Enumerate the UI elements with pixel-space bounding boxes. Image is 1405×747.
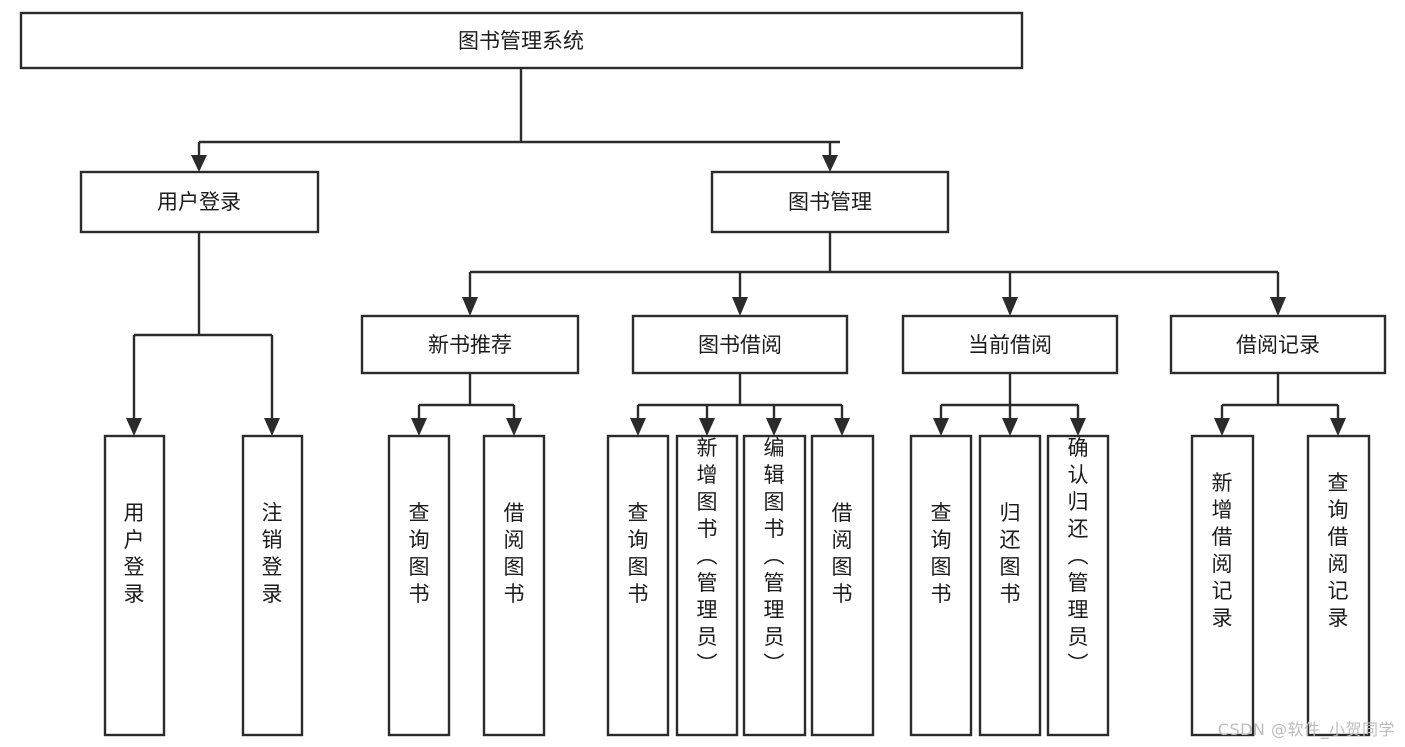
node-root[interactable]: 图书管理系统 — [19, 11, 1024, 70]
leaf-record-query-record-label: 查询借阅记录 — [1328, 471, 1349, 630]
arrow-to-bookborrow-leaf-3 — [766, 418, 782, 436]
leaf-borrow-add-book-label: 新增图书︵管理员︶ — [697, 436, 718, 676]
root-label: 图书管理系统 — [458, 29, 584, 53]
arrow-to-new-book-recommend — [462, 297, 478, 316]
arrow-to-newbook-leaf-1 — [411, 418, 427, 436]
new-book-recommend-label: 新书推荐 — [428, 333, 512, 357]
node-current-borrow[interactable]: 当前借阅 — [901, 314, 1119, 375]
arrow-to-currentborrow-leaf-2 — [1002, 418, 1018, 436]
new-book-recommend-box[interactable] — [360, 314, 580, 375]
user-login-box[interactable] — [79, 170, 320, 234]
leaf-user-login-box[interactable] — [103, 434, 166, 737]
book-borrow-label: 图书借阅 — [698, 333, 782, 357]
leaf-borrow-query-book[interactable]: 查询图书 — [606, 434, 670, 737]
leaf-borrow-query-book-label: 查询图书 — [628, 501, 649, 606]
arrow-to-user-login — [191, 155, 207, 172]
leaf-borrow-borrow-book-box[interactable] — [810, 434, 875, 737]
leaf-user-login[interactable]: 用户登录 — [103, 434, 166, 737]
arrow-to-currentborrow-leaf-3 — [1070, 418, 1086, 436]
current-borrow-box[interactable] — [901, 314, 1119, 375]
leaf-borrow-borrow-book[interactable]: 借阅图书 — [810, 434, 875, 737]
node-borrow-record[interactable]: 借阅记录 — [1169, 314, 1387, 375]
arrow-to-newbook-leaf-2 — [506, 418, 522, 436]
leaf-record-query-record[interactable]: 查询借阅记录 — [1306, 434, 1371, 737]
leaf-borrow-edit-book[interactable]: 编辑图书︵管理员︶ — [742, 434, 807, 737]
leaf-borrow-add-book-box[interactable] — [675, 434, 739, 737]
node-new-book-recommend[interactable]: 新书推荐 — [360, 314, 580, 375]
arrow-to-borrowrecord-leaf-1 — [1214, 418, 1230, 436]
arrow-to-book-manage — [822, 155, 838, 172]
leaf-user-login-label: 用户登录 — [124, 501, 145, 606]
arrow-to-bookborrow-leaf-1 — [630, 418, 646, 436]
leaf-newbook-query-book-label: 查询图书 — [409, 501, 430, 606]
arrow-to-currentborrow-leaf-1 — [933, 418, 949, 436]
leaf-borrow-borrow-book-label: 借阅图书 — [832, 501, 853, 606]
leaf-borrow-edit-book-label: 编辑图书︵管理员︶ — [764, 436, 785, 676]
leaf-current-confirm-return-label: 确认归还︵管理员︶ — [1068, 436, 1089, 676]
arrow-to-leaf-logout — [264, 418, 280, 436]
leaf-current-confirm-return[interactable]: 确认归还︵管理员︶ — [1046, 434, 1110, 737]
leaf-borrow-edit-book-box[interactable] — [742, 434, 807, 737]
arrow-to-bookborrow-leaf-2 — [699, 418, 715, 436]
arrow-to-borrowrecord-leaf-2 — [1330, 418, 1346, 436]
leaf-current-query-book-label: 查询图书 — [931, 501, 952, 606]
book-manage-label: 图书管理 — [788, 190, 872, 214]
leaf-newbook-borrow-book-box[interactable] — [482, 434, 546, 737]
leaf-record-add-record[interactable]: 新增借阅记录 — [1190, 434, 1255, 737]
node-book-borrow[interactable]: 图书借阅 — [631, 314, 849, 375]
leaf-newbook-borrow-book[interactable]: 借阅图书 — [482, 434, 546, 737]
arrow-to-current-borrow — [1002, 297, 1018, 316]
leaf-logout-label: 注销登录 — [262, 501, 283, 606]
user-login-label: 用户登录 — [157, 190, 241, 214]
connectors-group — [126, 68, 1346, 436]
leaf-current-return-book-box[interactable] — [978, 434, 1042, 737]
borrow-record-box[interactable] — [1169, 314, 1387, 375]
leaf-borrow-add-book[interactable]: 新增图书︵管理员︶ — [675, 434, 739, 737]
book-borrow-box[interactable] — [631, 314, 849, 375]
leaf-record-add-record-box[interactable] — [1190, 434, 1255, 737]
leaf-record-query-record-box[interactable] — [1306, 434, 1371, 737]
book-manage-box[interactable] — [710, 170, 950, 234]
leaf-current-return-book-label: 归还图书 — [1000, 501, 1021, 606]
leaf-logout-box[interactable] — [241, 434, 304, 737]
leaf-newbook-query-book[interactable]: 查询图书 — [387, 434, 451, 737]
leaf-newbook-query-book-box[interactable] — [387, 434, 451, 737]
leaf-current-query-book-box[interactable] — [909, 434, 973, 737]
root-box[interactable] — [19, 11, 1024, 70]
leaf-current-confirm-return-box[interactable] — [1046, 434, 1110, 737]
arrow-to-leaf-user-login — [126, 418, 142, 436]
node-book-manage[interactable]: 图书管理 — [710, 170, 950, 234]
arrow-to-borrow-record — [1270, 297, 1286, 316]
leaf-record-add-record-label: 新增借阅记录 — [1212, 471, 1233, 630]
leaf-current-query-book[interactable]: 查询图书 — [909, 434, 973, 737]
arrow-to-bookborrow-leaf-4 — [834, 418, 850, 436]
borrow-record-label: 借阅记录 — [1236, 333, 1320, 357]
leaf-logout[interactable]: 注销登录 — [241, 434, 304, 737]
leaf-newbook-borrow-book-label: 借阅图书 — [504, 501, 525, 606]
arrow-to-book-borrow — [732, 297, 748, 316]
leaf-borrow-query-book-box[interactable] — [606, 434, 670, 737]
node-user-login[interactable]: 用户登录 — [79, 170, 320, 234]
current-borrow-label: 当前借阅 — [968, 333, 1052, 357]
leaf-current-return-book[interactable]: 归还图书 — [978, 434, 1042, 737]
